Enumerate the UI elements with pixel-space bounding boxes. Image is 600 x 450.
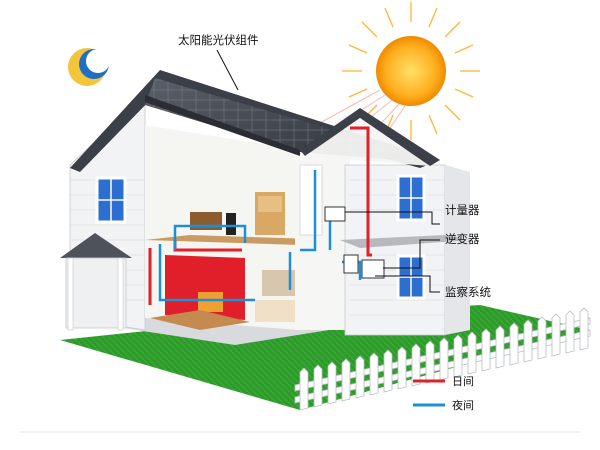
night-wiring — [158, 170, 362, 302]
moon-icon — [68, 48, 110, 86]
label-monitor: 监察系统 — [445, 285, 491, 299]
label-inverter: 逆变器 — [445, 232, 480, 246]
sun-icon — [317, 2, 480, 151]
callout-lines — [216, 49, 440, 293]
label-solar-panel: 太阳能光伏组件 — [178, 33, 259, 47]
equipment-boxes — [324, 206, 385, 279]
label-meter: 计量器 — [445, 203, 480, 217]
legend-day-label: 日间 — [452, 375, 474, 388]
fence — [294, 307, 591, 411]
house — [60, 70, 470, 345]
legend: 日间 夜间 — [413, 375, 474, 412]
legend-night-label: 夜间 — [452, 398, 474, 412]
